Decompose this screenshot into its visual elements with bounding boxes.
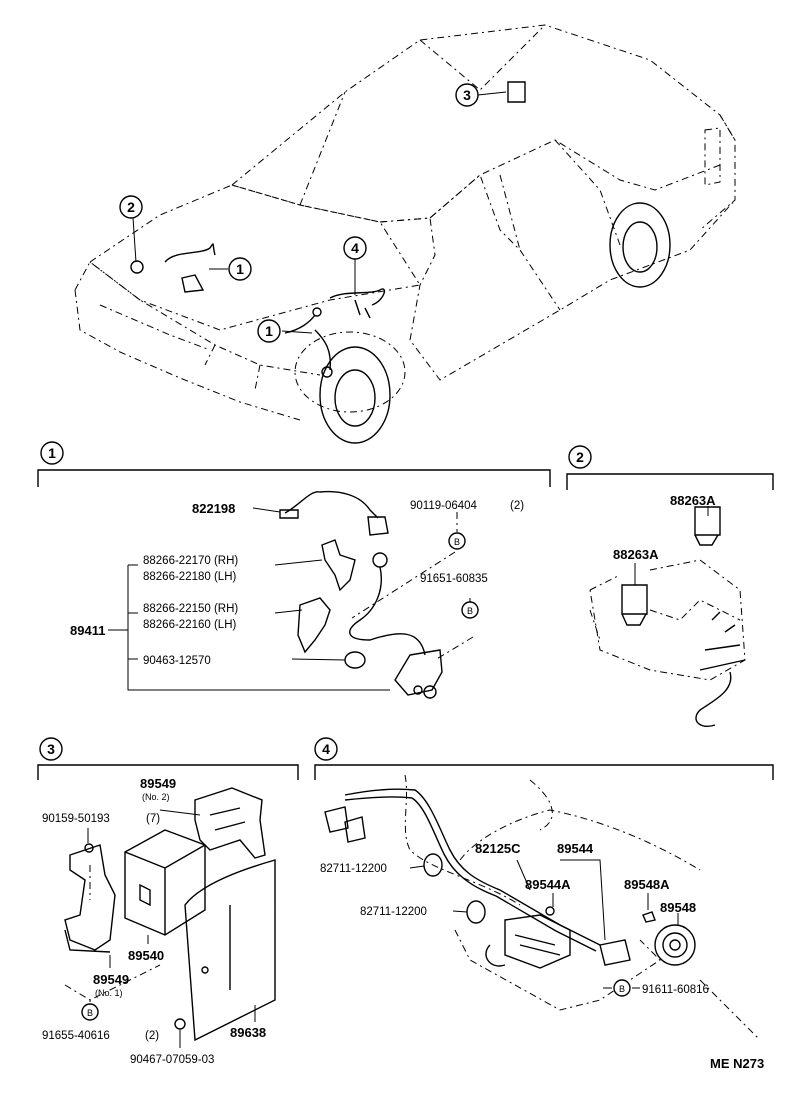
section-1-drawing xyxy=(108,490,474,699)
section-1-header: 1 xyxy=(37,441,551,487)
label-82711-12200-a: 82711-12200 xyxy=(320,863,387,875)
label-89549-no2-note: (No. 2) xyxy=(142,792,170,802)
svg-text:1: 1 xyxy=(236,261,244,277)
label-91655-40616: 91655-40616 xyxy=(42,1030,110,1042)
label-88266-22160: 88266-22160 (LH) xyxy=(143,619,237,631)
svg-text:1: 1 xyxy=(48,445,56,461)
svg-text:4: 4 xyxy=(351,240,359,256)
label-90119-06404: 90119-06404 xyxy=(410,500,478,512)
label-90159-qty: (7) xyxy=(146,813,160,825)
label-82125C: 82125C xyxy=(475,841,521,856)
label-91651-60835: 91651-60835 xyxy=(420,573,488,585)
svg-text:1: 1 xyxy=(265,323,273,339)
section-2-drawing xyxy=(589,506,746,727)
label-90463-12570: 90463-12570 xyxy=(143,655,211,667)
svg-text:B: B xyxy=(454,537,460,547)
section-4-header: 4 xyxy=(314,737,774,780)
car-callout-2: 2 xyxy=(119,195,143,219)
section-3-drawing xyxy=(64,787,276,1048)
bolt-callout-b-4: B xyxy=(613,979,631,997)
label-89638: 89638 xyxy=(230,1025,266,1040)
label-88266-22180: 88266-22180 (LH) xyxy=(143,571,237,583)
label-89549-no1: 89549 xyxy=(93,972,129,987)
label-88263A-top: 88263A xyxy=(670,493,716,508)
svg-text:B: B xyxy=(87,1008,93,1018)
label-89411: 89411 xyxy=(70,623,105,638)
label-89548: 89548 xyxy=(660,900,696,915)
label-88266-22150: 88266-22150 (RH) xyxy=(143,603,238,615)
bolt-callout-b-3: B xyxy=(81,1003,99,1021)
svg-text:2: 2 xyxy=(127,199,135,215)
section-4-drawing xyxy=(324,774,761,1041)
car-callout-1b: 1 xyxy=(257,319,281,343)
section-2-header: 2 xyxy=(566,445,774,490)
label-89549-no1-note: (No. 1) xyxy=(95,988,123,998)
label-89540: 89540 xyxy=(128,948,164,963)
bolt-callout-b-1: B xyxy=(448,532,466,550)
svg-text:2: 2 xyxy=(576,449,584,465)
label-88266-22170: 88266-22170 (RH) xyxy=(143,555,238,567)
svg-text:4: 4 xyxy=(322,741,330,757)
car-callout-3: 3 xyxy=(455,83,479,107)
label-91655-qty: (2) xyxy=(145,1030,159,1042)
label-88263A-left: 88263A xyxy=(613,547,659,562)
bolt-callout-b-2: B xyxy=(461,601,479,619)
label-90159-50193: 90159-50193 xyxy=(42,813,110,825)
diagram-code: ME N273 xyxy=(710,1056,764,1071)
label-91611-60816: 91611-60816 xyxy=(642,984,709,996)
label-89548A: 89548A xyxy=(624,877,670,892)
car-callout-4: 4 xyxy=(343,236,367,260)
svg-text:B: B xyxy=(467,606,473,616)
label-90119-qty: (2) xyxy=(510,500,524,512)
svg-text:B: B xyxy=(619,984,625,994)
label-822198: 822198 xyxy=(192,501,235,516)
label-82711-12200-b: 82711-12200 xyxy=(360,906,427,918)
section-3-header: 3 xyxy=(37,737,299,780)
label-89549-no2: 89549 xyxy=(140,776,176,791)
label-89544: 89544 xyxy=(557,841,594,856)
car-overview-drawing xyxy=(74,24,736,444)
svg-text:3: 3 xyxy=(47,741,55,757)
label-90467-07059-03: 90467-07059-03 xyxy=(130,1054,214,1066)
label-89544A: 89544A xyxy=(525,877,571,892)
svg-text:3: 3 xyxy=(463,87,471,103)
car-callout-1a: 1 xyxy=(228,257,252,281)
